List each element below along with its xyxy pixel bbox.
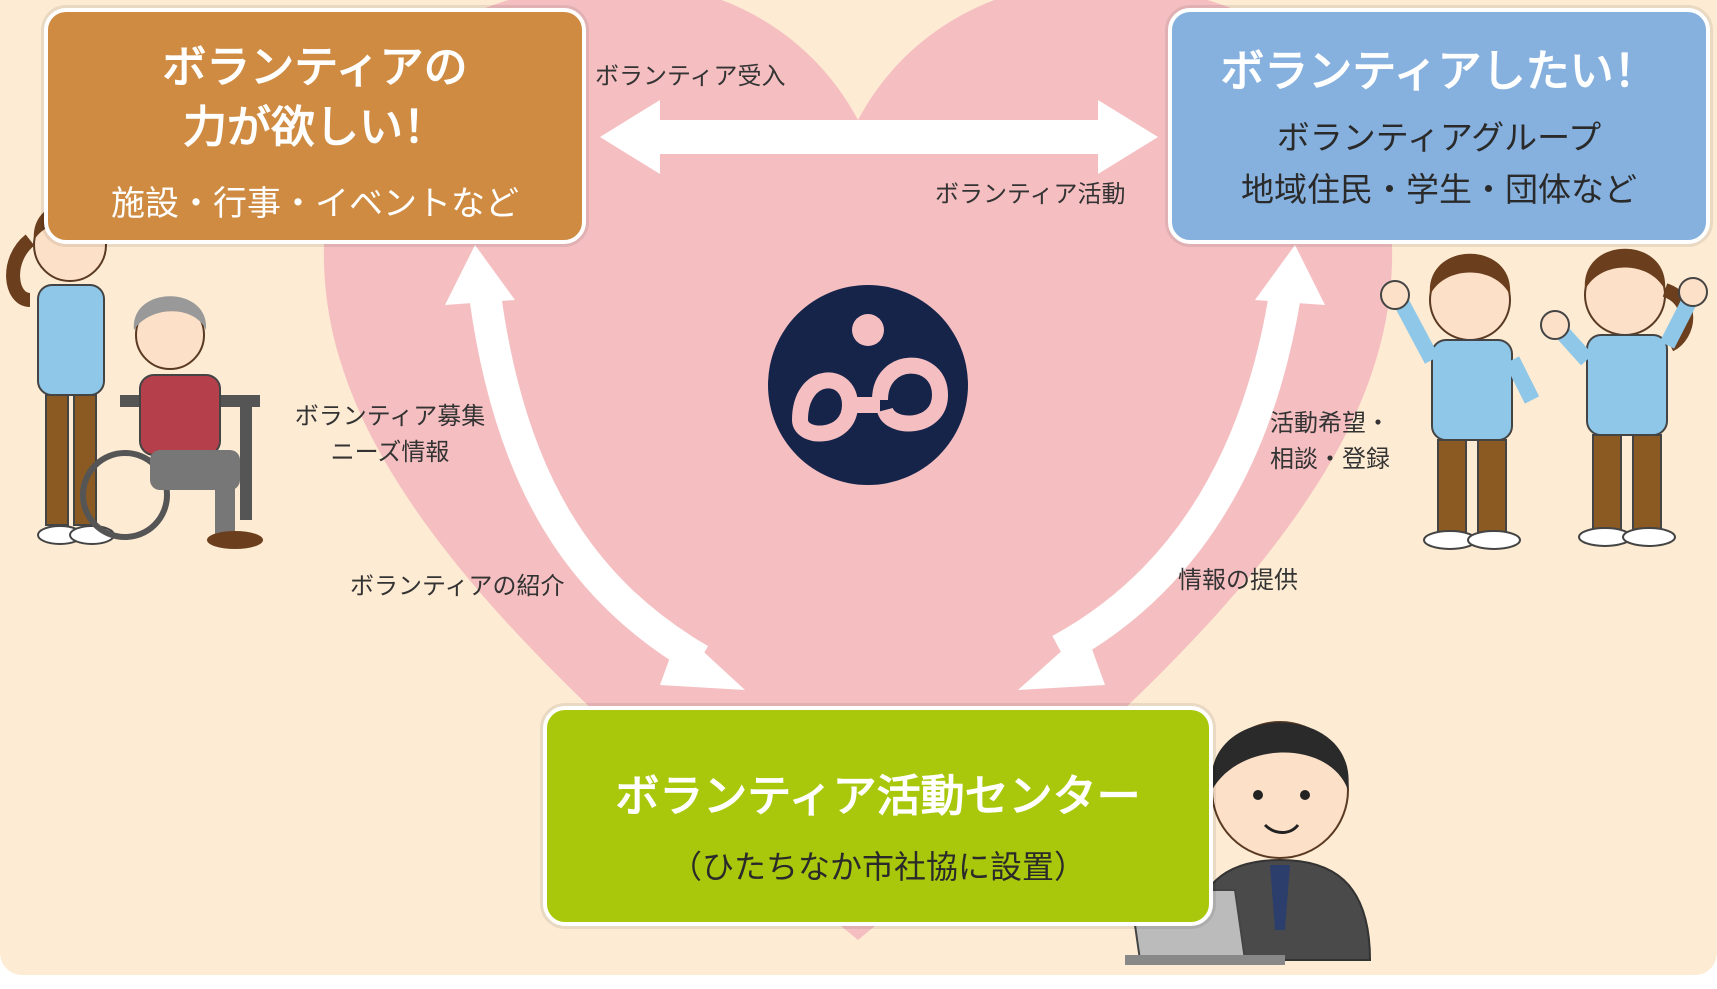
label-volunteer-accept: ボランティア受入 bbox=[595, 62, 786, 90]
right-double-arrow bbox=[1018, 245, 1325, 690]
caregiver-with-wheelchair-elder-icon bbox=[6, 202, 263, 549]
wants-to-volunteer-box: ボランティアしたい！ ボランティアグループ 地域住民・学生・団体など bbox=[1168, 8, 1710, 244]
volunteer-center-box: ボランティア活動センター （ひたちなか市社協に設置） bbox=[543, 706, 1213, 926]
label-request-register: 活動希望・ 相談・登録 bbox=[1270, 409, 1390, 473]
label-recruit-needs: ボランティア募集 ニーズ情報 bbox=[294, 402, 486, 466]
wants-to-volunteer-title: ボランティアしたい！ bbox=[1220, 46, 1658, 97]
needs-volunteers-subtitle: 施設・行事・イベントなど bbox=[111, 184, 519, 224]
social-welfare-council-logo-icon bbox=[768, 285, 968, 485]
wants-to-volunteer-subtitle: ボランティアグループ 地域住民・学生・団体など bbox=[1241, 118, 1637, 209]
label-volunteer-intro: ボランティアの紹介 bbox=[350, 572, 565, 600]
label-info-provide: 情報の提供 bbox=[1178, 566, 1298, 594]
volunteer-center-title: ボランティア活動センター bbox=[615, 771, 1141, 822]
needs-volunteers-title: ボランティアの 力が欲しい！ bbox=[162, 42, 468, 153]
label-volunteer-activity: ボランティア活動 bbox=[935, 180, 1126, 208]
left-double-arrow bbox=[445, 245, 745, 690]
cheering-volunteers-icon bbox=[1380, 248, 1708, 550]
office-worker-at-laptop-icon bbox=[1125, 721, 1372, 965]
needs-volunteers-box: ボランティアの 力が欲しい！ 施設・行事・イベントなど bbox=[44, 8, 586, 244]
volunteer-center-subtitle: （ひたちなか市社協に設置） bbox=[669, 848, 1086, 886]
top-double-arrow bbox=[600, 100, 1158, 174]
